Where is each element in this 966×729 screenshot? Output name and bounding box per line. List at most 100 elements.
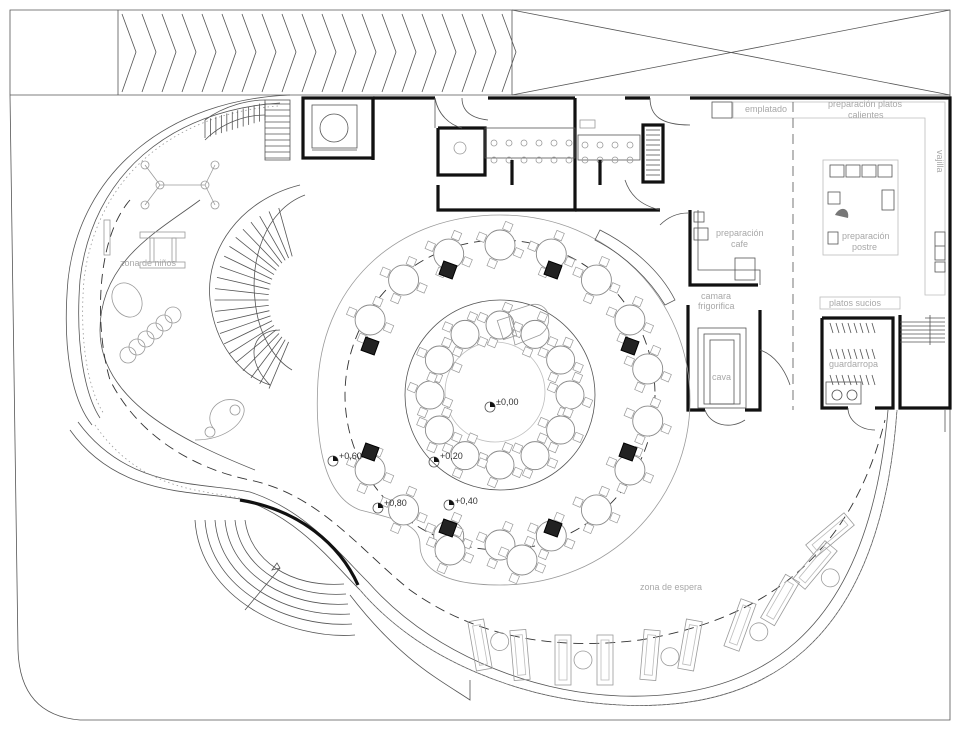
spiral-tread [259,339,286,384]
dining-table [475,220,525,270]
lounge-sofa [677,618,703,672]
dining-tables [345,220,672,585]
sofa [723,598,757,652]
lounge-sofa [467,618,510,672]
wash-basin [565,156,573,164]
dining-table [441,432,489,479]
coffee-table [820,568,840,588]
sofa [805,512,855,558]
chair [441,396,454,409]
chevron-stripe [381,13,397,93]
label-zona-de-espera: zona de espera [640,582,702,592]
stair-top-left [204,99,291,161]
chair [642,472,655,484]
chair [406,381,419,394]
sofa [792,540,838,590]
stove-burner [829,164,845,178]
chevron-stripe [261,13,277,93]
tunnel-ring [164,306,182,324]
sofa-cushion [728,604,752,646]
hanger [847,348,852,360]
sofa [509,628,531,682]
chair [623,407,636,419]
level-marker-080: +0,80 [372,498,407,514]
tunnel-ring [128,338,146,356]
chair [537,548,550,561]
label-preparacion-platos-calientes-line1: preparación platos [828,99,903,109]
chevron-stripe [321,13,337,93]
hanger [871,348,876,360]
table-top [632,353,664,385]
spiral-tread [223,255,273,280]
kitchen [659,101,946,432]
wash-basin [535,156,543,164]
table-top [555,380,585,410]
lounge-sofa [509,628,531,682]
columns [360,260,640,538]
table-top [546,345,576,375]
chair [450,511,463,524]
dining-table [572,255,621,305]
chair [623,355,636,367]
level-marker-020: +0,20 [428,451,463,468]
chair [598,485,610,498]
chair [660,423,672,435]
doors [434,97,876,431]
column [360,442,380,462]
chair [582,522,595,535]
spiral-stair [209,184,306,389]
table-top [632,405,664,437]
chair [572,266,584,279]
chair [441,321,454,333]
label-zona-de-ninos: zona de niños [120,258,177,268]
chair [405,485,418,498]
chevron-stripe [281,13,297,93]
table-top [546,415,576,445]
chair [501,441,514,454]
toilet [611,141,619,149]
table-top [424,345,454,375]
wash-basin [490,156,498,164]
hanger [847,374,852,386]
dining-table [425,525,475,575]
dining-table [605,295,655,345]
label-platos-sucios: platos sucios [829,298,882,308]
chair [461,256,473,268]
dining-table [537,336,584,384]
label-guardarropa: guardarropa [829,359,878,369]
sofa-cushion [558,639,568,681]
table-top [506,544,538,576]
spiral-tread [219,315,271,334]
chair [553,229,565,242]
table-top [485,310,515,340]
chair [616,482,628,495]
dining-table [511,311,559,358]
hanger [847,322,852,334]
chair [501,301,514,314]
sofa-cushion [643,634,657,676]
play-structure [204,184,216,206]
chair [649,396,662,409]
spiral-tread [242,333,280,372]
chair [416,346,428,359]
spiral-tread [250,221,283,264]
chair [441,442,454,454]
table-top [434,534,466,566]
chair [436,562,448,575]
chair [508,572,520,585]
chevron-stripe [221,13,237,93]
chair [416,416,428,429]
hanger [853,322,858,334]
chair [486,257,498,270]
chevron-stripe [341,13,357,93]
spiral-tread [259,216,286,261]
dining-table [416,406,463,454]
dining-table [623,344,672,394]
chevron-stripe [421,13,437,93]
play-node [200,180,210,190]
chair [462,552,475,564]
spiral-tread [235,329,277,363]
chair [562,406,574,419]
chevron-stripe [121,13,137,93]
kids-zone [103,160,245,441]
